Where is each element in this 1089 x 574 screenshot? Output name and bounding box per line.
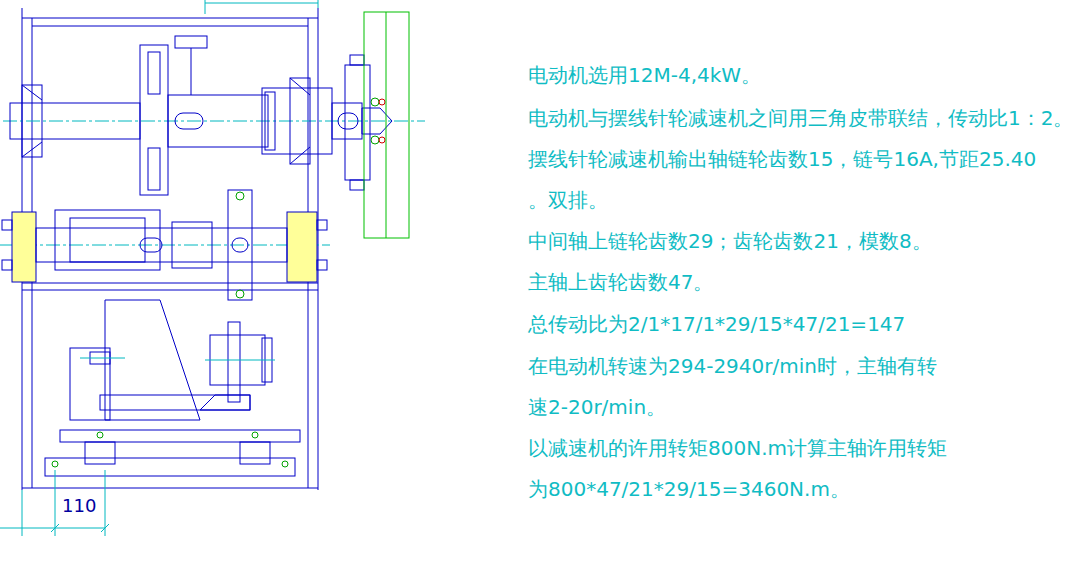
main-shaft-part	[22, 85, 42, 157]
main-shaft-part	[345, 65, 370, 180]
main-shaft-part	[350, 180, 364, 190]
note-line: 在电动机转速为294-2940r/min时，主轴有转 速2-20r/min。	[528, 346, 940, 428]
intermediate-shaft-part	[317, 220, 327, 230]
main-shaft-part	[175, 36, 207, 48]
main-shaft-part	[290, 147, 310, 164]
intermediate-shaft-part	[236, 192, 244, 200]
reducer-part	[240, 442, 270, 464]
reducer-part	[200, 395, 250, 410]
main-shaft-part	[22, 142, 42, 157]
reducer-part	[52, 461, 58, 467]
top-dimension-part	[318, 0, 319, 8]
note-line: 电动机选用12M-4,4kW。	[528, 55, 761, 96]
main-shaft-part	[362, 108, 392, 134]
fan-part	[364, 12, 409, 238]
main-shaft-part	[379, 99, 385, 105]
reducer-part	[282, 461, 288, 467]
reducer-part	[70, 348, 110, 420]
intermediate-shaft-part	[228, 190, 252, 300]
fan	[364, 12, 409, 238]
bottom-dimension-part	[0, 528, 105, 529]
fan-part	[386, 12, 387, 238]
reducer-part	[85, 442, 115, 464]
main-shaft-part	[371, 98, 379, 106]
reducer-part	[105, 300, 200, 420]
bottom-dimension-part	[22, 490, 23, 536]
note-line: 摆线针轮减速机输出轴链轮齿数15，链号16A,节距25.40 。双排。	[528, 139, 1040, 221]
main-shaft-part	[379, 137, 385, 143]
reducer-part	[80, 358, 125, 359]
intermediate-shaft-part	[36, 228, 287, 262]
bottom-dimension-part	[51, 524, 59, 532]
frame	[22, 8, 318, 490]
top-dimension-part	[205, 3, 318, 4]
intermediate-shaft-part	[287, 212, 317, 282]
frame-part	[32, 26, 308, 27]
dimension-value: 110	[62, 494, 96, 518]
main-shaft-part	[262, 88, 332, 154]
frame-part	[22, 488, 318, 489]
intermediate-shaft-part	[12, 212, 36, 282]
bottom-dimension-part	[105, 470, 106, 536]
intermediate-shaft-part	[2, 260, 12, 270]
intermediate-shaft-part	[0, 245, 330, 246]
reducer-part	[228, 322, 240, 402]
main-shaft-part	[290, 78, 310, 164]
main-shaft-part	[140, 45, 168, 195]
main-shaft-part	[265, 92, 275, 150]
reducer	[45, 300, 300, 476]
note-line: 主轴上齿轮齿数47。	[528, 262, 713, 303]
frame-part	[22, 283, 318, 284]
intermediate-shaft-part	[172, 222, 212, 268]
note-line: 中间轴上链轮齿数29；齿轮齿数21，模数8。	[528, 221, 932, 262]
note-line: 电动机与摆线针轮减速机之间用三角皮带联结，传动比1：2。	[528, 98, 1073, 139]
main-shaft-part	[175, 113, 203, 129]
top-dimension	[205, 0, 318, 14]
intermediate-shaft-part	[2, 220, 12, 230]
intermediate-shaft-part	[70, 218, 145, 262]
main-shaft-part	[148, 52, 160, 94]
bottom-dimension-part	[101, 524, 109, 532]
intermediate-shaft-part	[236, 290, 244, 298]
main-shaft-part	[371, 136, 379, 144]
intermediate-shaft-part	[140, 238, 162, 252]
intermediate-shaft	[0, 190, 330, 300]
bottom-dimension	[0, 470, 109, 536]
frame-part	[318, 8, 319, 490]
frame-part	[22, 18, 318, 19]
intermediate-shaft-part	[317, 260, 327, 270]
reducer-part	[97, 432, 103, 438]
reducer-part	[252, 432, 258, 438]
main-shaft-part	[332, 103, 362, 139]
bottom-dimension-part	[55, 470, 56, 536]
main-shaft-part	[350, 55, 364, 65]
note-line: 总传动比为2/1*17/1*29/15*47/21=147	[528, 304, 905, 345]
main-shaft-part	[148, 148, 160, 190]
main-shaft-part	[10, 103, 140, 139]
reducer-part	[205, 360, 275, 361]
main-shaft	[3, 36, 425, 195]
intermediate-shaft-part	[55, 210, 160, 270]
frame-part	[22, 290, 318, 291]
main-shaft-part	[22, 85, 42, 100]
intermediate-shaft-part	[232, 238, 248, 252]
note-line: 以减速机的许用转矩800N.m计算主轴许用转矩 为800*47/21*29/15…	[528, 428, 950, 510]
reducer-part	[60, 430, 300, 442]
main-shaft-part	[338, 113, 358, 129]
main-shaft-part	[290, 78, 310, 95]
reducer-part	[45, 458, 295, 476]
top-dimension-part	[205, 0, 206, 14]
main-shaft-part	[191, 48, 192, 95]
main-shaft-part	[168, 95, 268, 147]
reducer-part	[100, 395, 250, 410]
